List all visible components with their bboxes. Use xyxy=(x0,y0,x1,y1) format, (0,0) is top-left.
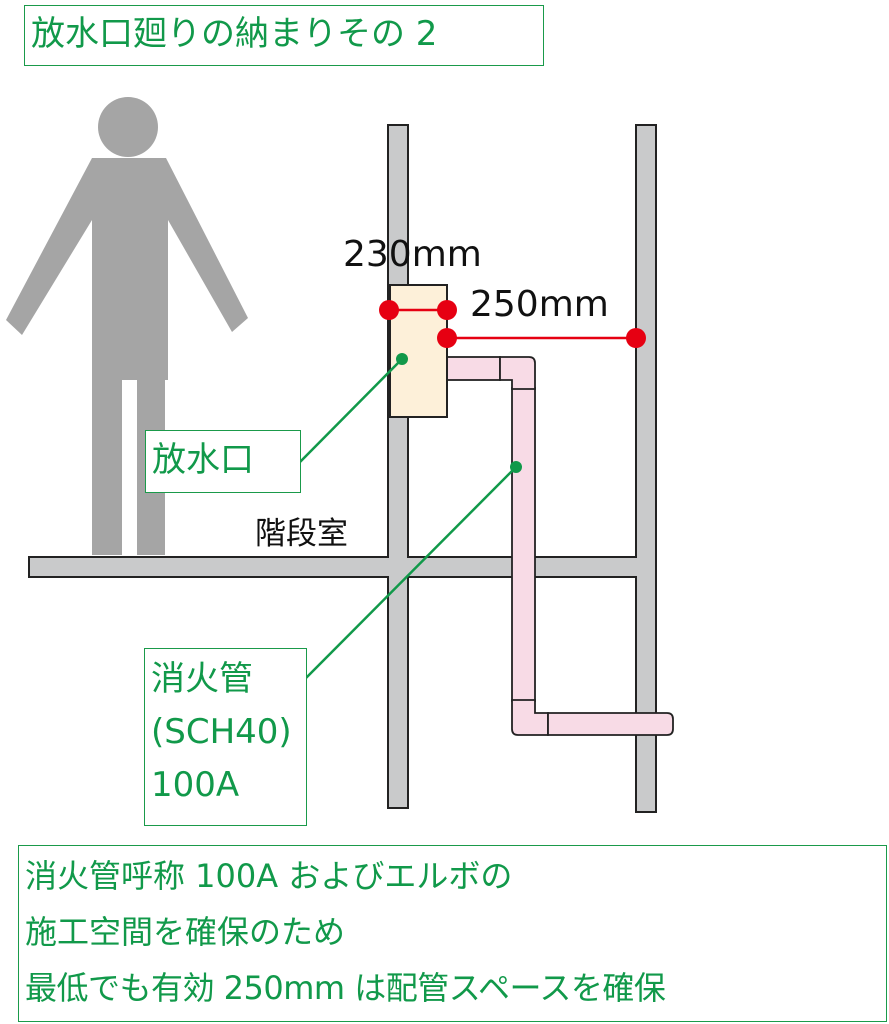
stairwell-label: 階段室 xyxy=(255,516,348,552)
title-box: 放水口廻りの納まりその 2 xyxy=(24,5,544,66)
hydrant-label: 放水口 xyxy=(145,430,301,493)
leader-lines xyxy=(299,353,522,679)
dimension-250mm: 250mm xyxy=(470,284,609,325)
person-silhouette xyxy=(6,97,248,555)
pipe-label: 消火管 (SCH40) 100A xyxy=(144,648,307,826)
note-line-2: 施工空間を確保のため xyxy=(25,913,346,951)
dimension-lines xyxy=(379,300,646,348)
pipe-label-size: 100A xyxy=(151,765,240,805)
note-line-3: 最低でも有効 250mm は配管スペースを確保 xyxy=(25,969,666,1007)
dimension-230mm: 230mm xyxy=(343,234,482,275)
fire-hydrant-outlet xyxy=(389,284,448,418)
pipe-label-name: 消火管 xyxy=(151,659,253,699)
note-line-1: 消火管呼称 100A およびエルボの xyxy=(25,857,513,895)
pipe-label-schedule: (SCH40) xyxy=(151,712,292,752)
note-box: 消火管呼称 100A およびエルボの 施工空間を確保のため 最低でも有効 250… xyxy=(18,845,887,1022)
